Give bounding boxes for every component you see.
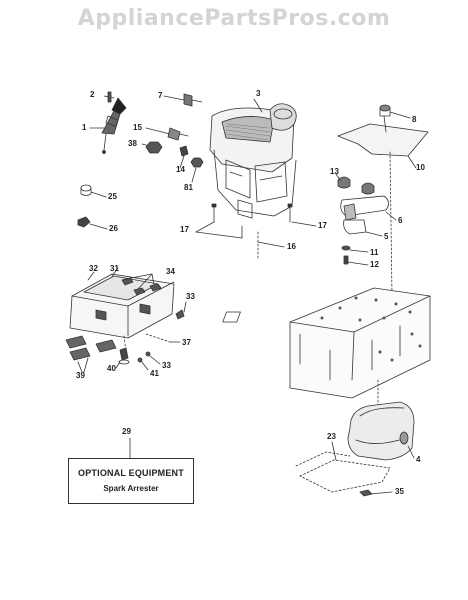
callout-41: 41 <box>150 369 159 378</box>
part-25 <box>80 184 107 198</box>
part-81 <box>190 157 204 183</box>
part-12 <box>343 255 369 266</box>
part-23 <box>295 441 391 493</box>
callout-17-right: 17 <box>318 221 327 230</box>
part-3-engine <box>209 98 297 219</box>
callout-7: 7 <box>158 91 163 100</box>
part-33-upper <box>175 301 187 320</box>
callout-33-lower: 33 <box>162 361 171 370</box>
part-17-bolts <box>195 203 317 239</box>
part-15-fitting <box>145 127 189 141</box>
callout-40: 40 <box>107 364 116 373</box>
callout-32: 32 <box>89 264 98 273</box>
callout-33-upper: 33 <box>186 292 195 301</box>
part-41 <box>137 357 149 371</box>
callout-10: 10 <box>416 163 425 172</box>
callout-6: 6 <box>398 216 403 225</box>
part-31-panel <box>69 267 175 339</box>
callout-14: 14 <box>176 165 185 174</box>
optional-equipment-item: Spark Arrester <box>103 484 159 493</box>
part-34-clips <box>121 273 162 296</box>
optional-equipment-box: OPTIONAL EQUIPMENT Spark Arrester <box>68 458 194 504</box>
callout-11: 11 <box>370 248 379 257</box>
callout-26: 26 <box>109 224 118 233</box>
callout-23: 23 <box>327 432 336 441</box>
optional-equipment-title: OPTIONAL EQUIPMENT <box>78 468 184 478</box>
callout-12: 12 <box>370 260 379 269</box>
part-35 <box>359 489 393 497</box>
part-2-screw <box>103 91 115 103</box>
callout-4: 4 <box>416 455 421 464</box>
callout-35: 35 <box>395 487 404 496</box>
callout-34: 34 <box>166 267 175 276</box>
part-16 <box>257 231 285 261</box>
callout-81: 81 <box>184 183 193 192</box>
callout-5: 5 <box>384 232 389 241</box>
part-7 <box>163 93 203 107</box>
callout-38: 38 <box>128 139 137 148</box>
callout-2: 2 <box>90 90 95 99</box>
part-26 <box>77 216 108 230</box>
callout-15: 15 <box>133 123 142 132</box>
part-11 <box>341 245 369 253</box>
part-5 <box>343 203 383 237</box>
part-8-knob <box>379 104 411 119</box>
watermark: AppliancePartsPros.com <box>77 6 391 31</box>
callout-37: 37 <box>182 338 191 347</box>
callout-31: 31 <box>110 264 119 273</box>
part-14 <box>179 145 189 169</box>
callout-3: 3 <box>256 89 261 98</box>
part-1-throttle-control <box>89 97 127 154</box>
callout-17-left: 17 <box>180 225 189 234</box>
callout-1: 1 <box>82 123 87 132</box>
part-40 <box>115 347 130 369</box>
callout-13: 13 <box>330 167 339 176</box>
frame-chassis <box>222 287 431 399</box>
callout-39: 39 <box>76 371 85 380</box>
callout-29: 29 <box>122 427 131 436</box>
part-13 <box>335 173 375 195</box>
callout-25: 25 <box>108 192 117 201</box>
part-33-lower <box>145 351 161 365</box>
part-38-nut <box>141 141 163 154</box>
callout-8: 8 <box>412 115 417 124</box>
callout-16: 16 <box>287 242 296 251</box>
part-39-blocks <box>65 335 117 373</box>
part-10-plate <box>337 115 429 169</box>
part-4-muffler <box>347 401 415 461</box>
